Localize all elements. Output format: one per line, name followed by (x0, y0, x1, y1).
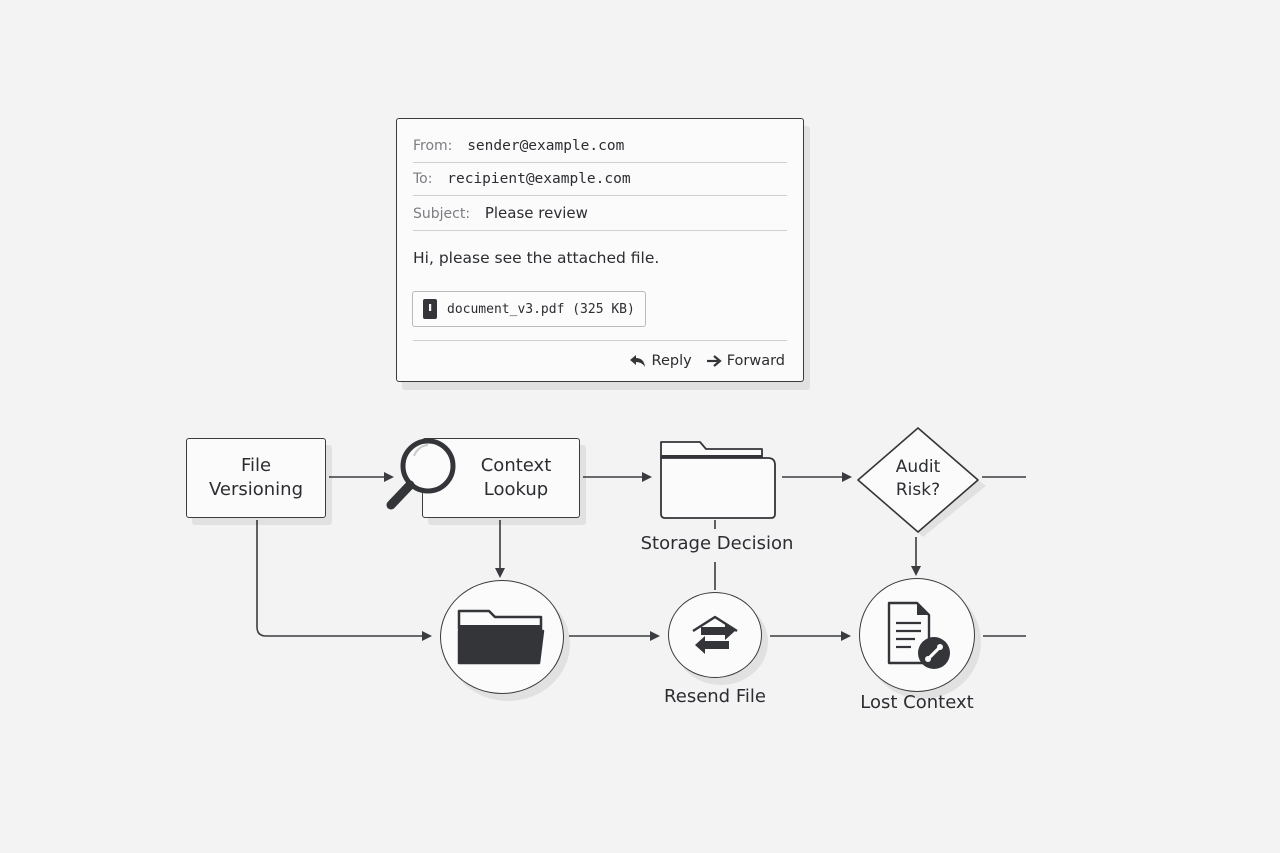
document-link-icon (887, 601, 950, 669)
audit-risk-line2: Risk? (895, 480, 941, 500)
audit-risk-line1: Audit (895, 457, 941, 477)
file-versioning-line1: File (240, 455, 272, 476)
pdf-file-icon (423, 299, 437, 319)
email-actions: Reply Forward (629, 353, 785, 369)
storage-decision-label: Storage Decision (640, 533, 794, 554)
lost-context-label: Lost Context (860, 692, 974, 713)
email-card: From: sender@example.com To: recipient@e… (396, 118, 804, 382)
context-lookup-line1: Context (480, 455, 552, 476)
file-versioning-node: File Versioning (186, 438, 326, 518)
arrow-versioning-down-right (256, 520, 432, 641)
folder-icon (457, 609, 545, 665)
context-lookup-node: Context Lookup (422, 438, 580, 518)
resend-file-node (668, 592, 762, 678)
forward-label: Forward (726, 353, 785, 369)
email-divider (413, 340, 787, 341)
forward-button[interactable]: Forward (706, 353, 785, 369)
reply-icon (629, 355, 645, 367)
from-label: From: (413, 138, 453, 154)
email-from-row: From: sender@example.com (413, 135, 787, 163)
from-value: sender@example.com (467, 138, 625, 154)
to-label: To: (413, 171, 433, 187)
file-versioning-line2: Versioning (208, 479, 304, 500)
subject-value: Please review (484, 204, 588, 222)
forward-arrow-icon (706, 355, 722, 367)
subject-label: Subject: (413, 206, 471, 222)
folder-circle-node (440, 580, 564, 694)
email-subject-row: Subject: Please review (413, 203, 787, 231)
attachment-chip[interactable]: document_v3.pdf (325 KB) (412, 291, 646, 327)
reply-label: Reply (651, 353, 692, 369)
email-to-row: To: recipient@example.com (413, 168, 787, 196)
email-body: Hi, please see the attached file. (413, 249, 660, 267)
audit-risk-label: Audit Risk? (868, 456, 968, 502)
context-lookup-line2: Lookup (483, 479, 549, 500)
lost-context-node (859, 578, 975, 692)
resend-file-label: Resend File (664, 686, 766, 707)
resend-arrows-icon (692, 615, 738, 654)
attachment-name: document_v3.pdf (325 KB) (447, 301, 635, 317)
reply-button[interactable]: Reply (629, 353, 692, 369)
to-value: recipient@example.com (447, 171, 631, 187)
